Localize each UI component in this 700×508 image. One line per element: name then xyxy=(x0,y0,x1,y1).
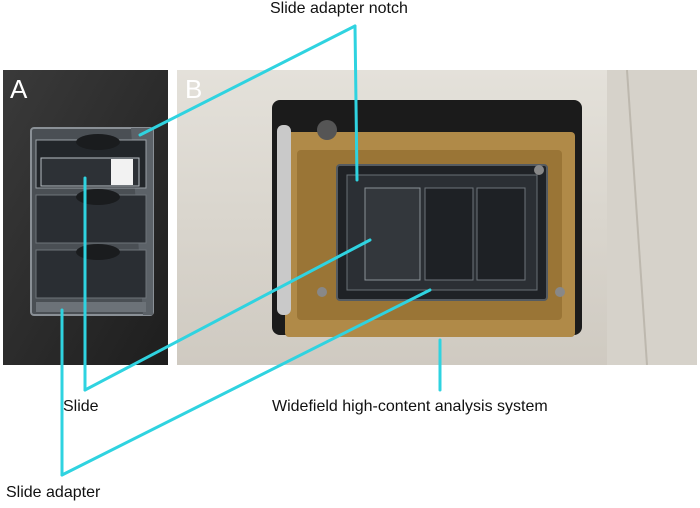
panel-label-a: A xyxy=(10,74,28,104)
panel-label-b: B xyxy=(185,74,203,104)
slide-adapter-frame xyxy=(30,127,154,316)
label-slide: Slide xyxy=(63,398,99,415)
panel-b-photo xyxy=(177,70,697,365)
stage-slide-holder xyxy=(317,164,565,301)
label-widefield-system: Widefield high-content analysis system xyxy=(272,398,548,415)
slide-glass xyxy=(40,157,140,187)
label-slide-adapter: Slide adapter xyxy=(6,484,101,501)
panel-a-photo xyxy=(3,70,168,365)
label-slide-adapter-notch: Slide adapter notch xyxy=(270,0,408,17)
